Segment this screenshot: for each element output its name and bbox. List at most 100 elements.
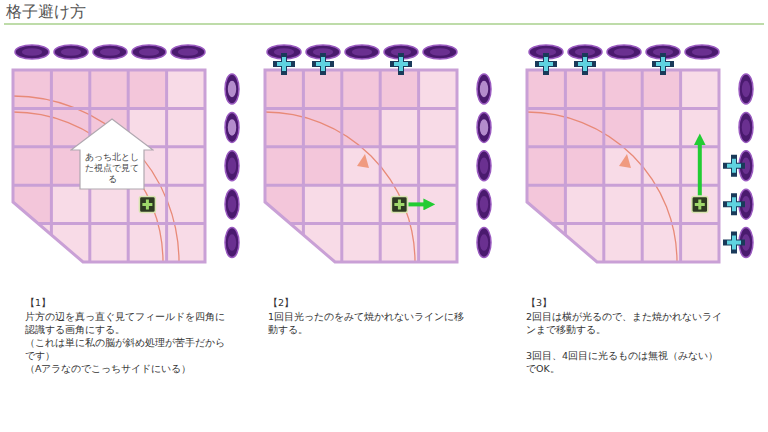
grid-cell [604, 185, 642, 223]
step-note: 1回目光ったのをみて焼かれないラインに移動する。 [268, 310, 468, 336]
field-panel [527, 45, 753, 262]
grid-cell [303, 185, 341, 223]
field-border [265, 70, 457, 262]
lit-marker [276, 56, 292, 72]
grid-cell [681, 224, 719, 262]
grid-cell [90, 70, 128, 108]
grid-cell [265, 108, 303, 146]
grid-cell [565, 224, 603, 262]
marker-oval [225, 189, 239, 219]
grid-cell [265, 70, 303, 108]
field-panel [265, 45, 491, 262]
field-border [527, 70, 719, 262]
move-arrow [408, 202, 429, 206]
grid-cell [527, 147, 565, 185]
grid-cell [565, 147, 603, 185]
field-panel [13, 45, 239, 262]
grid-cell [642, 147, 680, 185]
step-number: 【3】 [526, 296, 726, 309]
title-rule [4, 23, 764, 25]
marker-oval [225, 151, 239, 181]
lit-marker [577, 56, 593, 72]
lit-marker [393, 56, 409, 72]
lit-marker [726, 235, 742, 251]
step-note: （これは単に私の脳が斜め処理が苦手だからです） [25, 336, 225, 362]
grid-cell [380, 224, 418, 262]
marker-oval [685, 45, 719, 59]
grid-cell [167, 185, 205, 223]
grid-cell [90, 224, 128, 262]
marker-oval [345, 45, 379, 59]
aoe-arc [265, 112, 415, 262]
aoe-arc [527, 112, 677, 262]
grid-cell [565, 108, 603, 146]
grid-cell [527, 108, 565, 146]
marker-oval [477, 74, 491, 104]
grid-cell [90, 185, 128, 223]
arrow-note: あっち北とした視点で見てる [82, 152, 142, 185]
marker-oval [477, 189, 491, 219]
step-note: （Aアラなのでこっちサイドにいる） [25, 362, 225, 375]
marker-oval [225, 228, 239, 258]
view-arrow: あっち北とした視点で見てる [70, 118, 154, 190]
grid-cell [419, 70, 457, 108]
boss-marker [619, 154, 631, 168]
grid-cell [604, 70, 642, 108]
player-icon [391, 196, 407, 212]
grid-cell [342, 108, 380, 146]
grid-cell [419, 224, 457, 262]
grid-cell [303, 108, 341, 146]
boss-marker [357, 154, 369, 168]
grid-cell [13, 147, 51, 185]
grid-cell [342, 185, 380, 223]
grid-cell [13, 108, 51, 146]
grid-cell [128, 70, 166, 108]
marker-oval [15, 45, 49, 59]
grid-cell [303, 147, 341, 185]
grid-cell [604, 224, 642, 262]
grid-cell [13, 70, 51, 108]
grid-cell [303, 70, 341, 108]
grid-cell [167, 147, 205, 185]
grid-cell [380, 108, 418, 146]
grid-cell [380, 147, 418, 185]
marker-oval [93, 45, 127, 59]
field-border [13, 70, 205, 262]
grid-cell [642, 70, 680, 108]
step-number: 【1】 [25, 296, 225, 309]
marker-oval [477, 228, 491, 258]
grid-cell [265, 147, 303, 185]
marker-oval [739, 74, 753, 104]
grid-cell [565, 185, 603, 223]
page-title: 格子避け方 [6, 2, 86, 22]
grid-cell [167, 224, 205, 262]
marker-oval [607, 45, 641, 59]
step-note: 3回目、4回目に光るものは無視（みない）でOK。 [526, 349, 726, 375]
lit-marker [655, 56, 671, 72]
grid-cell [342, 70, 380, 108]
grid-cell [419, 147, 457, 185]
grid-cell [565, 70, 603, 108]
grid-cell [527, 70, 565, 108]
marker-oval [54, 45, 88, 59]
grid-cell [642, 108, 680, 146]
player-icon [692, 196, 708, 212]
grid-cell [604, 147, 642, 185]
marker-oval [225, 74, 239, 104]
grid-cell [380, 70, 418, 108]
lit-marker [726, 196, 742, 212]
grid-cell [167, 108, 205, 146]
grid-cell [419, 108, 457, 146]
grid-cell [642, 185, 680, 223]
player-icon [139, 196, 155, 212]
grid-cell [51, 224, 89, 262]
marker-oval [171, 45, 205, 59]
aoe-arc [13, 96, 179, 262]
grid-cell [51, 185, 89, 223]
grid-cell [342, 147, 380, 185]
lit-marker [726, 158, 742, 174]
aoe-arc [13, 112, 163, 262]
grid-cell [128, 185, 166, 223]
grid-cell [303, 224, 341, 262]
lit-marker [315, 56, 331, 72]
